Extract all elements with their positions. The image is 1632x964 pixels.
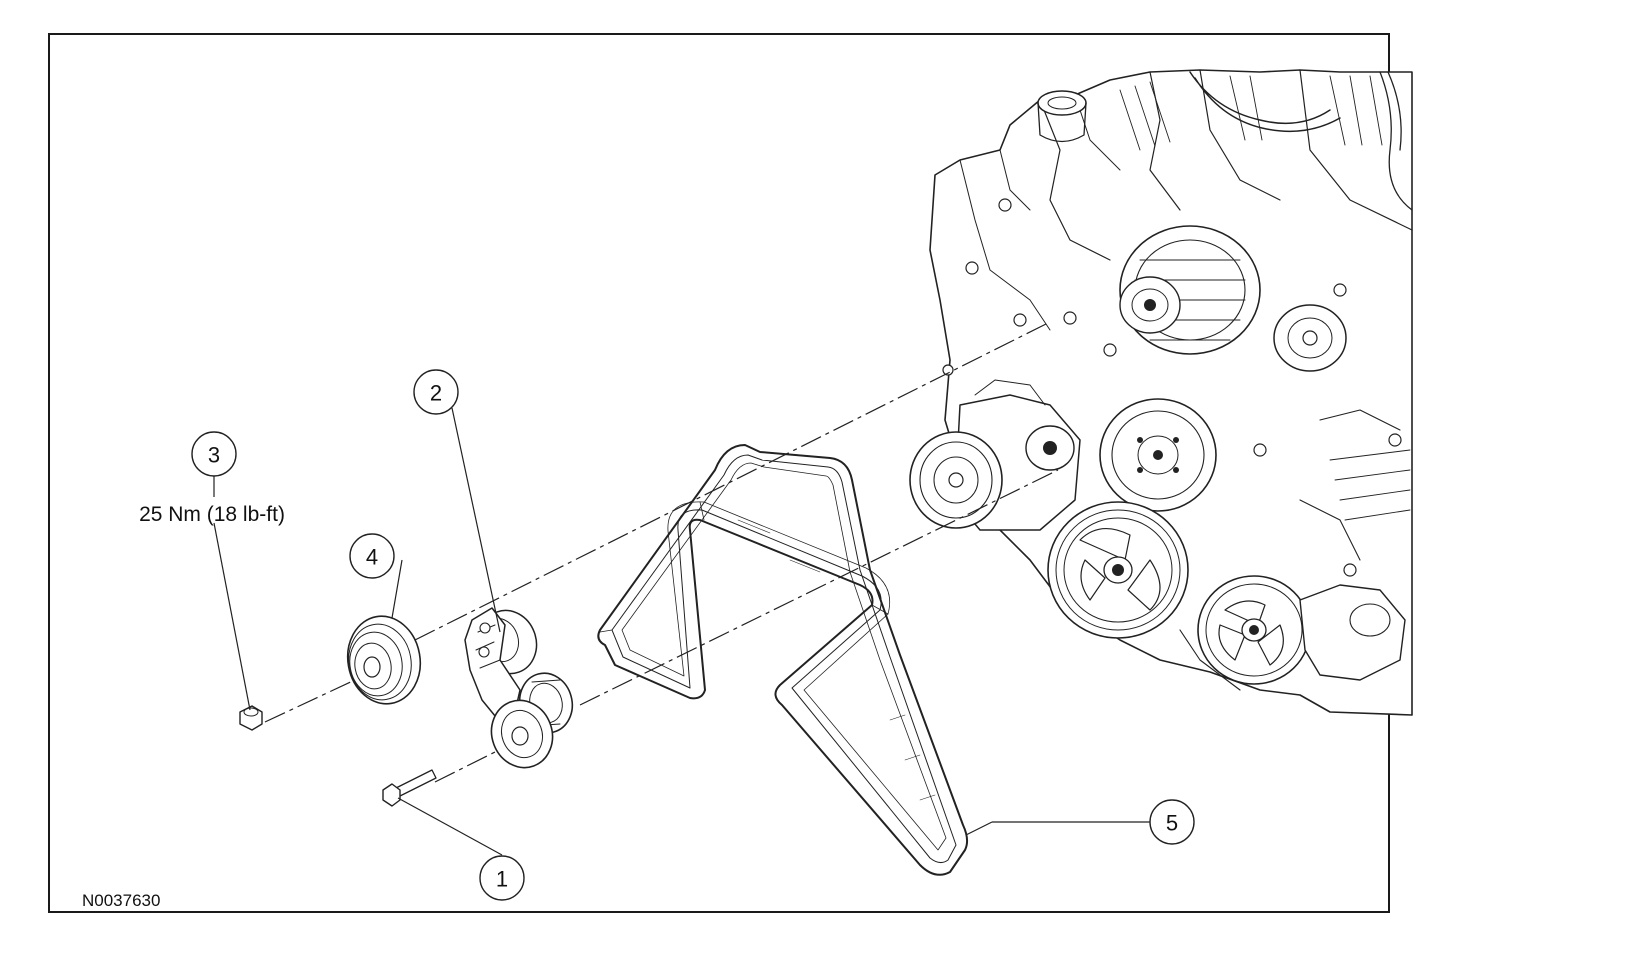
tensioner-bolt — [382, 769, 437, 807]
callout-3-torque: 25 Nm (18 lb-ft) — [139, 503, 285, 526]
callout-1-number: 1 — [496, 867, 508, 892]
callout-1: 1 — [479, 855, 525, 901]
callout-3: 3 25 Nm (18 lb-ft) — [139, 431, 285, 526]
belt-tensioner — [464, 607, 574, 769]
engine-assembly — [909, 69, 1413, 716]
callout-5-number: 5 — [1166, 811, 1178, 836]
drive-belt — [597, 444, 969, 876]
power-steering-pulley — [1197, 575, 1311, 685]
idler-pulley — [346, 615, 422, 705]
water-pump-pulley — [1099, 398, 1217, 512]
alternator — [1119, 225, 1261, 355]
ac-compressor — [909, 379, 1081, 531]
callout-3-number: 3 — [208, 443, 220, 468]
callout-2: 2 — [413, 369, 459, 415]
leader-lines — [213, 407, 1150, 856]
crankshaft-pulley — [1047, 501, 1189, 639]
idler-bolt — [239, 705, 263, 731]
callout-2-number: 2 — [430, 381, 442, 406]
figure-id: N0037630 — [82, 891, 160, 910]
callout-5: 5 — [1149, 799, 1195, 845]
callout-4: 4 — [349, 533, 395, 579]
callout-4-number: 4 — [366, 545, 378, 570]
